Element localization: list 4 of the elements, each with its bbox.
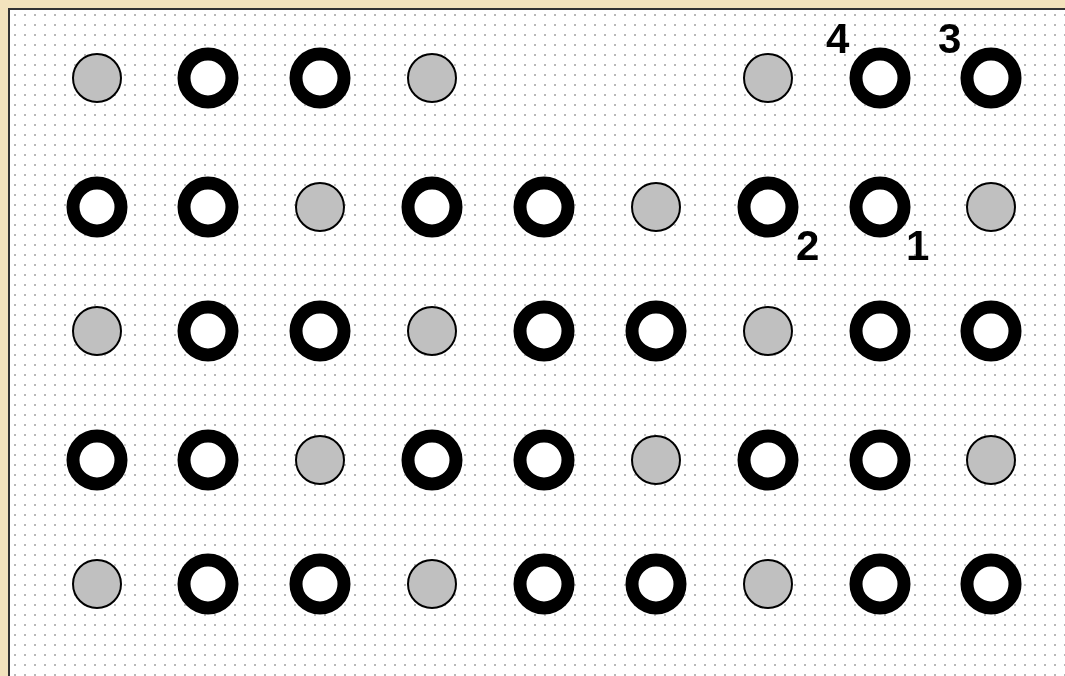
callout-number: 3 [938,18,962,60]
callout-number: 1 [906,225,930,267]
callout-number: 2 [796,225,820,267]
callout-number: 4 [826,18,850,60]
